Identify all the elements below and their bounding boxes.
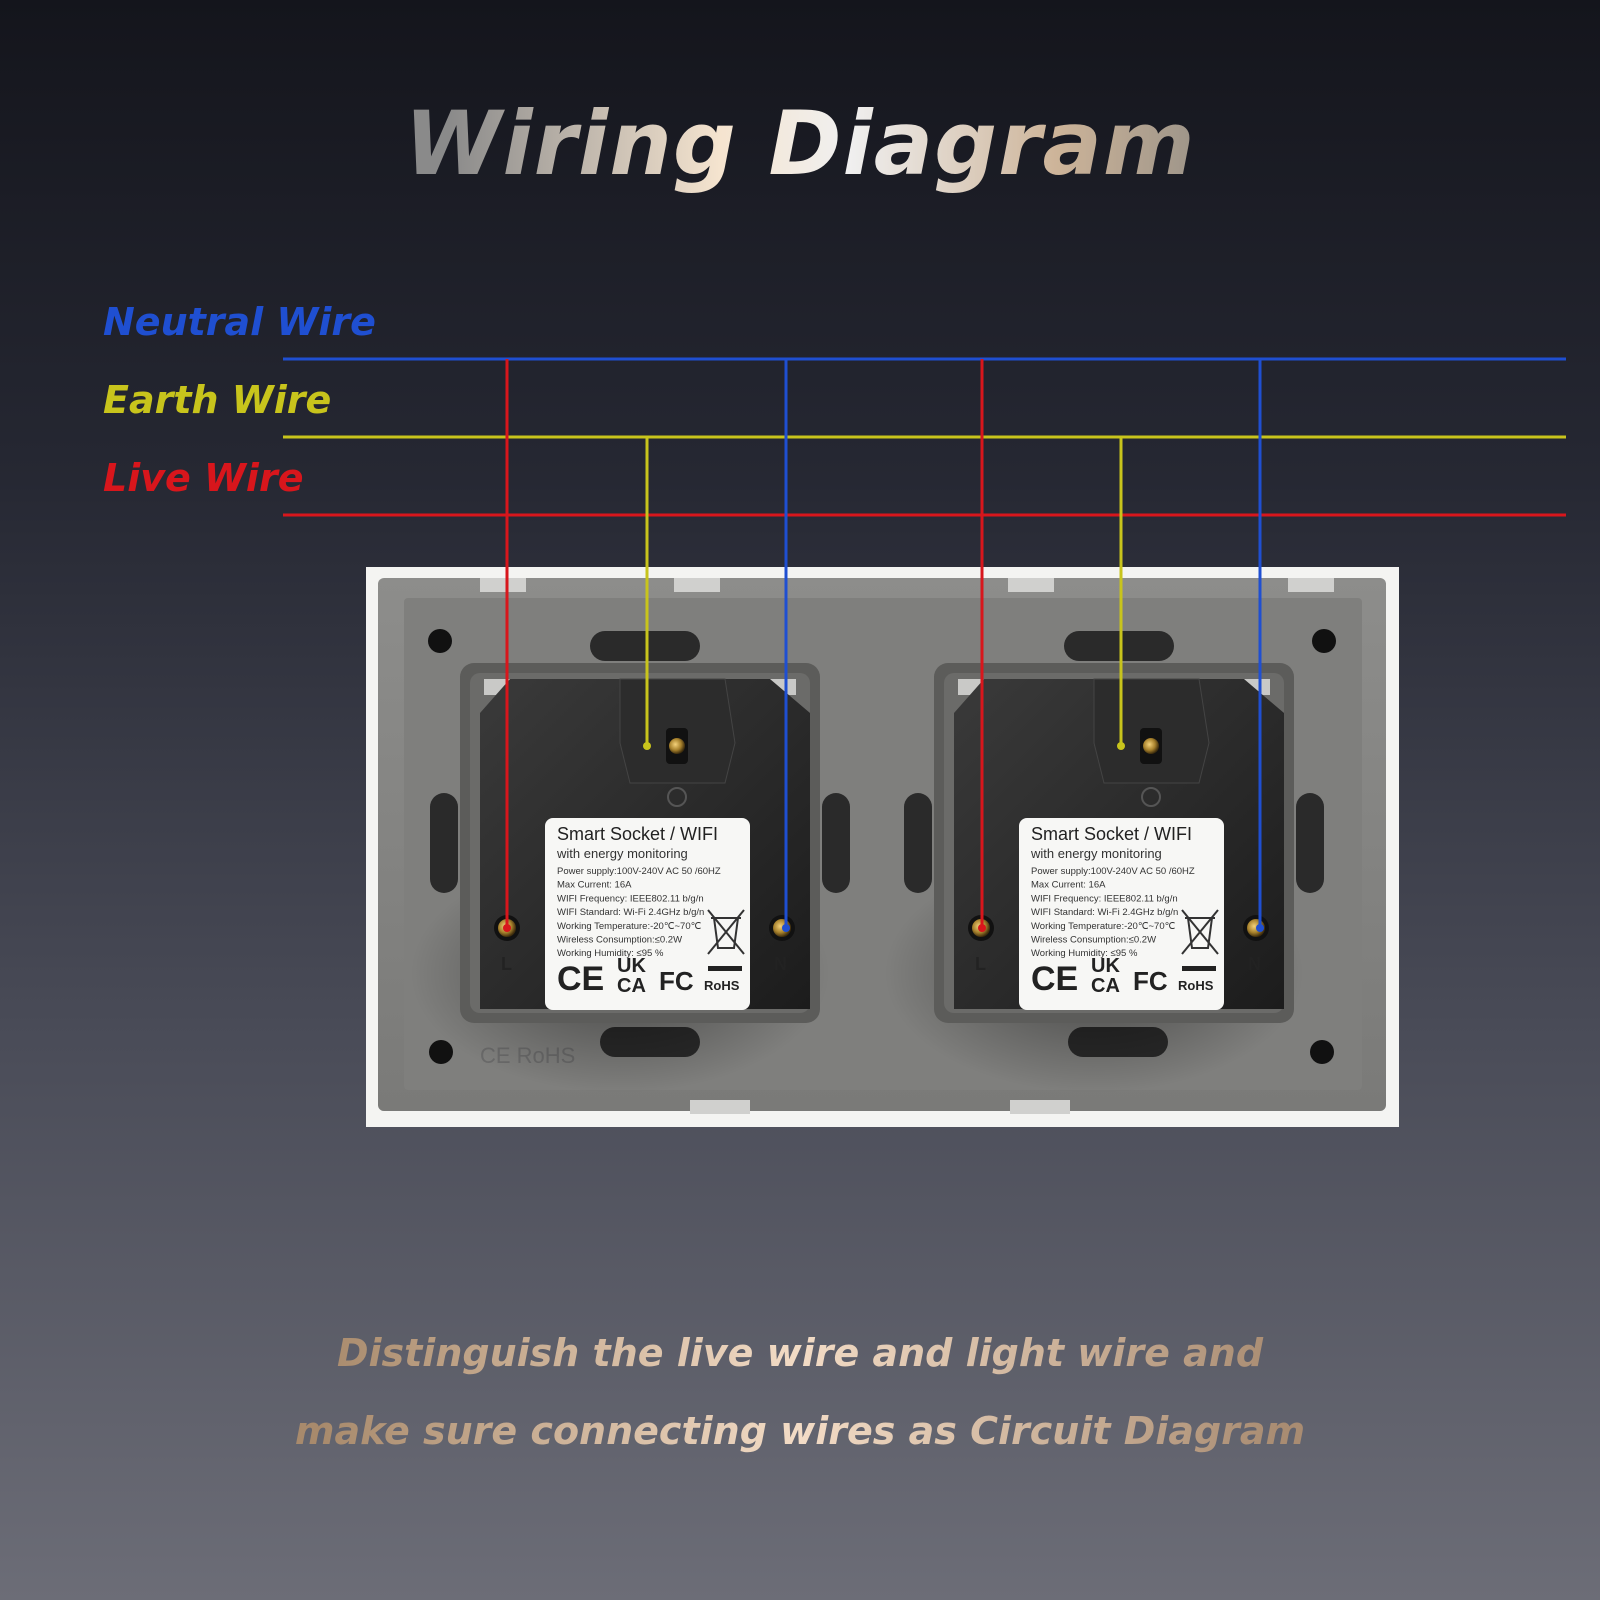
spec-label-line: Working Humidity: ≤95 % <box>557 948 664 959</box>
live-wire-label: Live Wire <box>103 456 304 500</box>
screw-terminal-icon <box>782 924 790 932</box>
ukca-mark-bottom: CA <box>1091 975 1120 997</box>
spec-label-title: Smart Socket / WIFI <box>557 824 718 844</box>
spec-label-line: Max Current: 16A <box>557 880 632 891</box>
weee-bin-icon <box>1181 909 1219 955</box>
spec-label-line: WIFI Frequency: IEEE802.11 b/g/n <box>1031 893 1178 904</box>
spec-label-line: Max Current: 16A <box>1031 880 1106 891</box>
spec-label-line: Working Temperature:-20℃~70℃ <box>1031 921 1176 932</box>
mounting-hole <box>1310 1040 1334 1064</box>
mounting-hole <box>429 1040 453 1064</box>
screw-terminal-icon <box>1117 742 1125 750</box>
rohs-mark: RoHS <box>1178 978 1214 993</box>
spec-label-line: Wireless Consumption:≤0.2W <box>1031 935 1156 946</box>
ce-mark: CE <box>557 960 604 998</box>
spec-label-line: Power supply:100V-240V AC 50 /60HZ <box>1031 866 1195 877</box>
spec-label-card <box>545 818 750 1010</box>
module-spec-label-right: Smart Socket / WIFI with energy monitorin… <box>1019 818 1224 1010</box>
spec-label-title: Smart Socket / WIFI <box>1031 824 1192 844</box>
ukca-mark-bottom: CA <box>617 975 646 997</box>
screw-terminal-icon <box>503 924 511 932</box>
earth-wire-label: Earth Wire <box>103 378 332 422</box>
neutral-wire-label: Neutral Wire <box>103 300 376 344</box>
live-terminal-letter: L <box>975 954 986 974</box>
screw-terminal-icon <box>643 742 651 750</box>
live-terminal-letter: L <box>501 954 512 974</box>
rohs-mark: RoHS <box>704 978 740 993</box>
spec-label-card <box>1019 818 1224 1010</box>
ce-mark: CE <box>1031 960 1078 998</box>
neutral-terminal-letter: N <box>1248 954 1261 974</box>
spec-label-line: WIFI Frequency: IEEE802.11 b/g/n <box>557 893 704 904</box>
weee-bin-icon <box>707 909 745 955</box>
mounting-hole <box>428 629 452 653</box>
page-title: Wiring Diagram <box>0 92 1600 195</box>
module-spec-label-left: Smart Socket / WIFI with energy monitorin… <box>545 818 750 1010</box>
caption-line-1: Distinguish the live wire and light wire… <box>0 1314 1600 1392</box>
spec-label-line: Power supply:100V-240V AC 50 /60HZ <box>557 866 721 877</box>
spec-label-line: WIFI Standard: Wi-Fi 2.4GHz b/g/n <box>1031 907 1178 918</box>
ukca-mark-top: UK <box>1091 955 1120 977</box>
spec-label-line: Working Temperature:-20℃~70℃ <box>557 921 702 932</box>
spec-label-line: Working Humidity: ≤95 % <box>1031 948 1138 959</box>
wire-layer <box>283 357 1566 932</box>
caption: Distinguish the live wire and light wire… <box>0 1314 1600 1470</box>
neutral-terminal-letter: N <box>774 954 787 974</box>
spec-label-line: WIFI Standard: Wi-Fi 2.4GHz b/g/n <box>557 907 704 918</box>
screw-terminal-icon <box>978 924 986 932</box>
fc-mark: FC <box>659 966 694 996</box>
fc-mark: FC <box>1133 966 1168 996</box>
spec-label-subtitle: with energy monitoring <box>556 846 688 861</box>
screw-terminal-icon <box>1256 924 1264 932</box>
spec-label-line: Wireless Consumption:≤0.2W <box>557 935 682 946</box>
spec-label-subtitle: with energy monitoring <box>1030 846 1162 861</box>
ukca-mark-top: UK <box>617 955 646 977</box>
mounting-hole <box>1312 629 1336 653</box>
caption-line-2: make sure connecting wires as Circuit Di… <box>0 1392 1600 1470</box>
